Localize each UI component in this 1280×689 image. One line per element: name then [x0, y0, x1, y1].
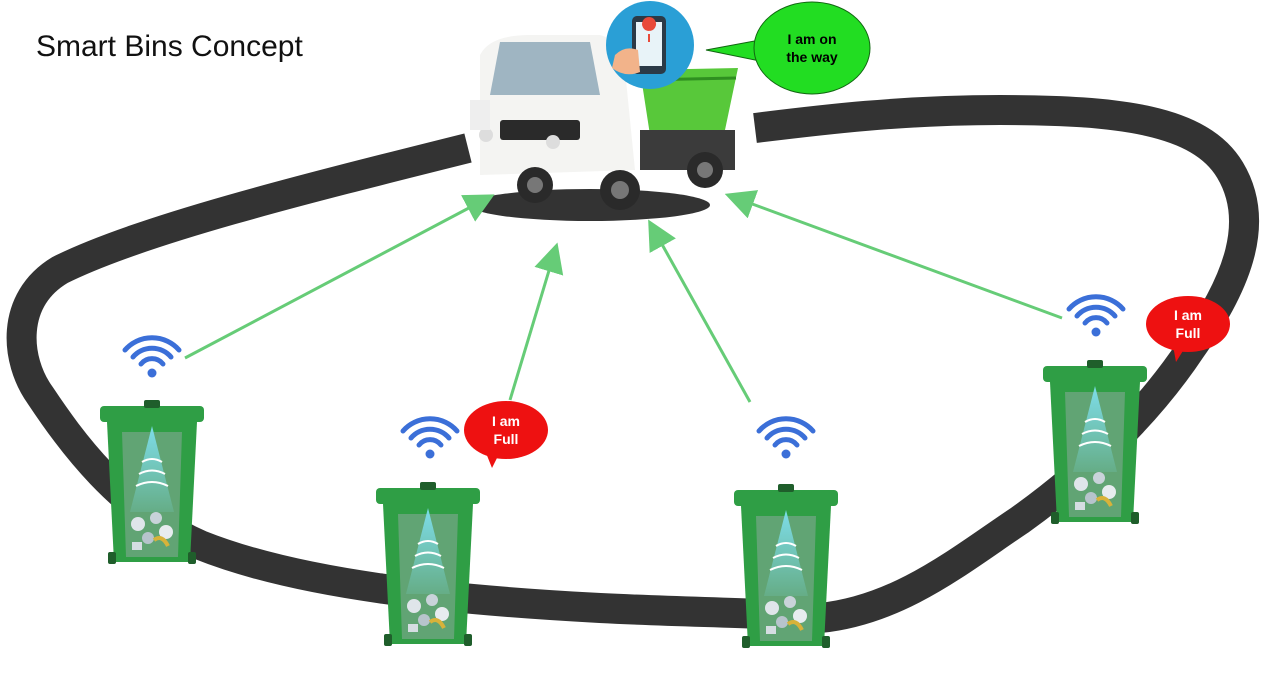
bin-2-status-line2: Full — [494, 431, 519, 447]
bin-2-full-bubble: I am Full — [464, 401, 548, 468]
bin-2-status-line1: I am — [492, 413, 520, 429]
truck-status-bubble: I am on the way — [705, 1, 871, 95]
smart-bin-icon-3 — [732, 482, 840, 650]
wifi-icon-bin-3 — [759, 419, 813, 459]
bin-4-full-bubble: I am Full — [1146, 296, 1230, 362]
wifi-icon-bin-1 — [125, 338, 179, 378]
arrow-bin-1 — [184, 194, 495, 360]
arrow-bin-2 — [508, 242, 564, 401]
phone-location-icon — [606, 1, 694, 89]
bin-4-status-line2: Full — [1176, 325, 1201, 341]
garbage-truck-icon — [470, 35, 738, 221]
diagram-title: Smart Bins Concept — [36, 30, 303, 63]
arrow-bin-4 — [724, 190, 1063, 320]
wifi-icon-bin-4 — [1069, 297, 1123, 337]
arrow-bin-3 — [648, 219, 752, 403]
smart-bin-icon-2 — [374, 480, 482, 648]
bin-4-status-line1: I am — [1174, 307, 1202, 323]
signal-arrows — [184, 190, 1063, 403]
smart-bin-icon-1 — [98, 398, 206, 566]
truck-status-line1: I am on — [787, 31, 836, 47]
wifi-icon-bin-2 — [403, 419, 457, 459]
truck-status-line2: the way — [786, 49, 838, 65]
smart-bin-icon-4 — [1041, 358, 1149, 526]
